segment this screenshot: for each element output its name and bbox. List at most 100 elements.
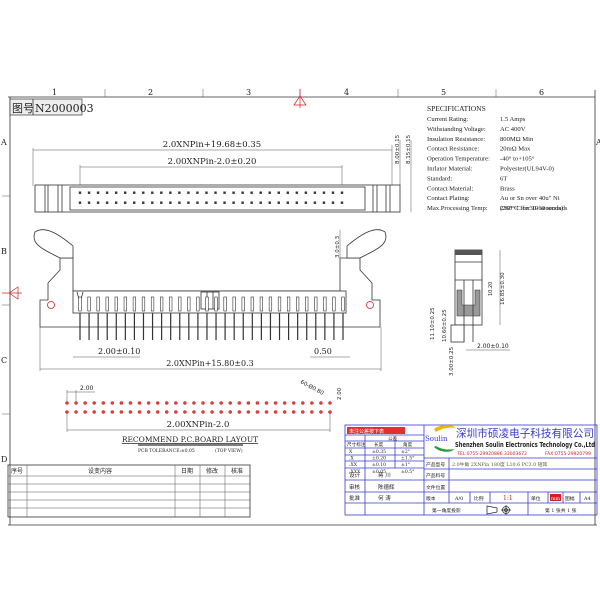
rev-header-date: 日期 xyxy=(181,467,193,475)
pcb-hole xyxy=(328,401,332,405)
pcb-hole xyxy=(164,410,169,414)
ruler-col-3: 3 xyxy=(246,88,251,97)
ruler-row-d: D xyxy=(1,455,7,464)
pcb-hole xyxy=(291,401,296,405)
scale-value: 1:1 xyxy=(503,495,513,502)
tol-row-length: ±0.20 xyxy=(372,456,386,462)
pcb-hole xyxy=(273,410,278,414)
pcb-view: (TOP VIEW) xyxy=(215,447,243,454)
tol-header: 尺寸标注 xyxy=(347,441,366,448)
pcb-hole xyxy=(83,401,87,405)
pcb-hole xyxy=(137,410,142,414)
spec-label: Max.Processing Temp: xyxy=(427,205,488,212)
top-pin xyxy=(123,191,127,194)
signoff-role-1: 设计 xyxy=(349,471,361,479)
pcb-hole xyxy=(228,410,233,414)
pcb-hole xyxy=(110,401,115,405)
dim-height-1: 8.00±0.15 xyxy=(395,134,401,164)
top-pin xyxy=(286,191,289,194)
pin-slot xyxy=(96,296,100,312)
specifications: SPECIFICATIONS Current Rating:1.5 AmpsWi… xyxy=(427,104,568,212)
pin-slot xyxy=(105,296,109,312)
unit-label: 单位 xyxy=(531,495,541,502)
spec-label: Standard: xyxy=(427,175,452,182)
pcb-hole xyxy=(174,410,178,414)
dim-latch: 3.0±0.3 xyxy=(335,235,341,258)
top-pin xyxy=(232,201,235,204)
pcb-hole xyxy=(92,401,97,405)
spec-value: 230° C for 30-60 seconds xyxy=(500,205,568,212)
spec-label: Contact Material: xyxy=(427,185,473,192)
pin-slot xyxy=(205,296,209,312)
size-value: A4 xyxy=(583,496,591,502)
dim-row-pitch: 2.00±0.10 xyxy=(477,343,509,350)
top-pin xyxy=(169,201,172,204)
pcb-hole xyxy=(65,401,69,405)
pcb-hole xyxy=(192,410,196,414)
top-pin xyxy=(340,201,344,204)
spec-value: 6T xyxy=(500,175,507,182)
pin-slot xyxy=(341,296,345,312)
latch-left xyxy=(33,229,74,259)
pcb-hole xyxy=(300,410,305,414)
tol-row-angle: ±1° xyxy=(401,462,410,468)
company-logo: Soulin xyxy=(425,425,456,452)
first-angle-projection-icon xyxy=(486,505,511,515)
dim-total-height: 16.85±0.30 xyxy=(500,272,506,305)
logo-text: Soulin xyxy=(425,435,448,443)
top-pin xyxy=(331,191,335,194)
top-pin xyxy=(87,201,91,204)
pcb-hole xyxy=(101,401,106,405)
rev-header-no: 序号 xyxy=(11,467,23,475)
top-pin xyxy=(160,201,163,204)
top-pin xyxy=(331,201,335,204)
pin-slot xyxy=(232,296,236,312)
ruler-row-a-right: A xyxy=(595,138,600,147)
pin-slot xyxy=(323,296,327,312)
tol-row-angle: ±1.5° xyxy=(401,456,414,462)
pin-slot xyxy=(286,296,291,312)
pcb-hole xyxy=(219,401,223,405)
pin-slot xyxy=(78,296,82,312)
top-pin xyxy=(114,191,118,194)
pcb-hole xyxy=(310,410,314,414)
top-pin xyxy=(214,191,217,194)
top-pin xyxy=(304,201,308,204)
pin-slot xyxy=(214,296,218,312)
tol-row-angle: ±2° xyxy=(401,449,410,455)
top-pin xyxy=(96,201,100,204)
spec-value: 1.5 Amps xyxy=(500,116,526,123)
top-pin xyxy=(114,201,118,204)
top-pin xyxy=(268,191,271,194)
spec-value: -40° to+105° xyxy=(500,156,535,163)
top-pin xyxy=(133,191,136,194)
pcb-hole xyxy=(310,401,314,405)
pcb-hole xyxy=(146,410,151,414)
sheet-label: 第 1 张共 1 张 xyxy=(545,507,577,514)
pcb-hole xyxy=(128,410,133,414)
unit-value: mm xyxy=(551,497,561,502)
top-pin xyxy=(78,191,82,194)
pcb-hole xyxy=(282,401,287,405)
pcb-layout: 2.00 60-Ø0.80 2.00 2.00XNPin-2.0 RECOMME… xyxy=(65,379,343,454)
spec-label: Operation Temperature: xyxy=(427,156,490,163)
spec-label: Inrlator Material: xyxy=(427,166,473,173)
pin-slot xyxy=(196,296,200,312)
part-no-label: 产品料号 xyxy=(426,472,445,479)
pin-slot xyxy=(132,296,137,312)
top-pin xyxy=(241,191,244,194)
pcb-hole xyxy=(228,401,233,405)
pcb-hole xyxy=(264,410,269,414)
pcb-hole xyxy=(201,401,205,405)
tol-col-length: 长度 xyxy=(374,441,384,448)
top-pin xyxy=(105,191,109,194)
top-pin xyxy=(151,191,154,194)
top-pin xyxy=(223,201,226,204)
top-pin xyxy=(96,191,100,194)
pcb-tolerance: PCB TOLERANCE:±0.05 xyxy=(138,448,195,454)
spec-extra: (260° C for 10 seconds) xyxy=(500,205,563,212)
company-fax: FAX:0755-29920799 xyxy=(545,451,591,457)
top-pin xyxy=(105,201,109,204)
pin-slot xyxy=(305,296,309,312)
top-pin xyxy=(78,201,82,204)
